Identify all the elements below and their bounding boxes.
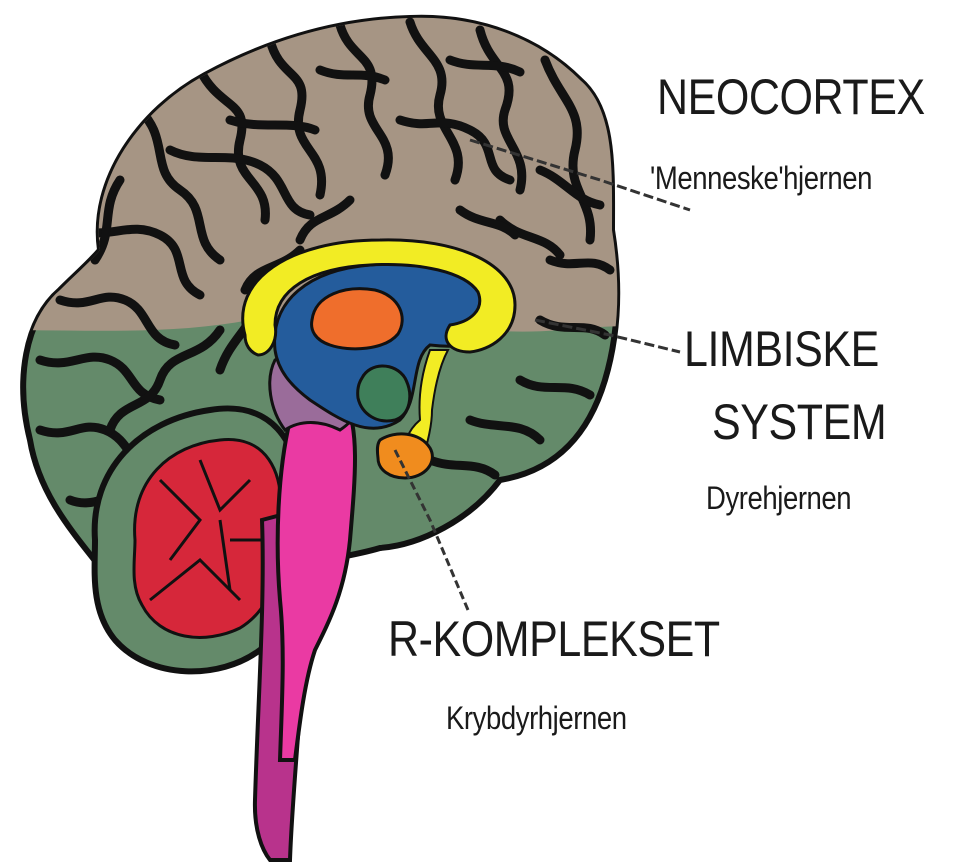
- limbic-title-line2: SYSTEM: [712, 395, 886, 449]
- thalamus: [312, 289, 403, 349]
- r-complex-subtitle: Krybdyrhjernen: [446, 700, 627, 736]
- brainstem: [278, 392, 355, 760]
- neocortex-title: NEOCORTEX: [657, 70, 925, 124]
- r-complex-title: R-KOMPLEKSET: [388, 612, 720, 666]
- neocortex-subtitle: 'Menneske'hjernen: [650, 160, 872, 196]
- amygdala: [377, 434, 432, 478]
- cerebellum-core: [134, 440, 281, 638]
- hippocampus: [358, 366, 410, 421]
- limbic-title-line1: LIMBISKE: [684, 322, 879, 376]
- limbic-subtitle: Dyrehjernen: [706, 480, 851, 516]
